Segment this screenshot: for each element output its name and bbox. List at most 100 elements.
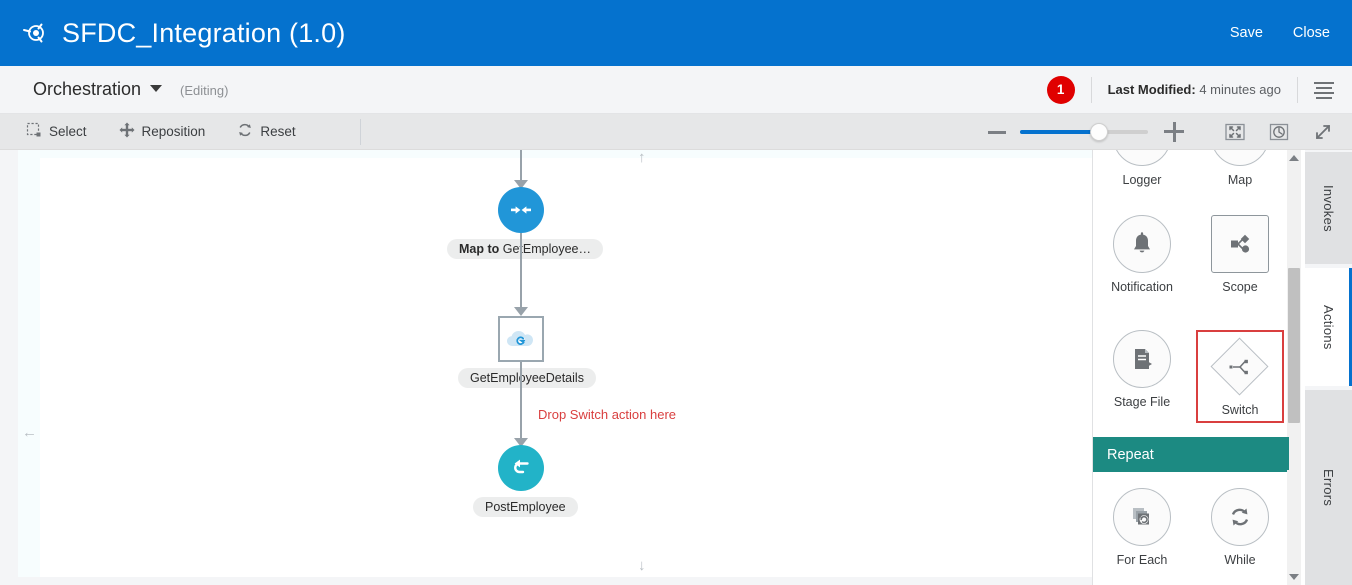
reset-tool-button[interactable]: Reset: [237, 122, 296, 141]
palette-item-while[interactable]: While: [1196, 488, 1284, 567]
salesforce-cloud-icon: [507, 331, 533, 346]
palette-row-logger-map: Logger Map: [1093, 150, 1289, 210]
scope-graph-icon: [1211, 215, 1269, 273]
flow-node-label-rest: GetEmployee…: [502, 242, 591, 256]
tab-gap: [1305, 264, 1352, 268]
zoom-slider-fill: [1020, 129, 1098, 134]
divider: [359, 118, 361, 145]
reposition-tool-label: Reposition: [141, 124, 206, 139]
tab-actions[interactable]: Actions: [1305, 268, 1352, 386]
palette-item-stage-file[interactable]: Stage File: [1098, 330, 1186, 409]
toolbar-zoom-controls: [988, 121, 1352, 143]
connector-arrowhead: [514, 438, 528, 447]
actions-palette: Logger Map: [1092, 150, 1305, 585]
while-loop-icon: [1211, 488, 1269, 546]
flow-node-label-postemployee[interactable]: PostEmployee: [473, 497, 578, 517]
toolbar-tools: Select Reposition: [0, 118, 361, 145]
scroll-up-arrow-icon[interactable]: [1287, 150, 1301, 166]
chevron-down-icon[interactable]: [150, 85, 163, 92]
fit-to-screen-icon[interactable]: [1224, 121, 1246, 143]
close-button[interactable]: Close: [1292, 25, 1330, 41]
flow-canvas-area[interactable]: ← ↑ ↓ Map to GetEmployee…: [0, 150, 1092, 585]
switch-branch-icon: [1229, 359, 1248, 375]
divider: [1090, 76, 1092, 103]
logger-icon: [1113, 150, 1171, 166]
palette-item-switch[interactable]: Switch: [1196, 330, 1284, 423]
zoom-slider-thumb[interactable]: [1090, 122, 1108, 141]
connector-line: [520, 233, 522, 314]
select-tool-label: Select: [49, 124, 87, 139]
flow-node-label-bold: Map to: [459, 242, 503, 256]
flow-node-map-to-getemployee[interactable]: [498, 187, 544, 233]
zoom-out-icon[interactable]: [988, 123, 1006, 141]
pan-up-arrow-icon[interactable]: ↑: [638, 150, 646, 166]
sub-header-left: Orchestration (Editing): [0, 79, 228, 100]
palette-item-notification[interactable]: Notification: [1098, 215, 1186, 294]
last-modified-label: Last Modified:: [1107, 82, 1196, 97]
error-count-badge[interactable]: 1: [1046, 75, 1075, 104]
tab-label-actions: Actions: [1321, 304, 1336, 350]
palette-row-foreach-while: For Each While: [1093, 488, 1289, 585]
flow-node-label-getemployeedetails[interactable]: GetEmployeeDetails: [458, 368, 596, 388]
canvas-toolbar: Select Reposition: [0, 114, 1352, 150]
flow-node-postemployee[interactable]: [498, 445, 544, 491]
reposition-tool-button[interactable]: Reposition: [119, 122, 206, 141]
pan-left-arrow-icon[interactable]: ←: [22, 424, 37, 441]
tab-label-errors: Errors: [1321, 468, 1336, 507]
palette-label-stage-file: Stage File: [1113, 395, 1171, 409]
map-icon: [1211, 150, 1269, 166]
hamburger-menu-icon[interactable]: [1314, 81, 1334, 99]
switch-shape: [1210, 337, 1269, 396]
tab-label-invokes: Invokes: [1321, 184, 1336, 232]
reset-zoom-icon[interactable]: [1268, 121, 1290, 143]
app-header: SFDC_Integration (1.0) Save Close: [0, 0, 1352, 66]
stage-file-icon: [1113, 330, 1171, 388]
palette-item-scope[interactable]: Scope: [1196, 215, 1284, 294]
tab-errors[interactable]: Errors: [1305, 390, 1352, 585]
last-modified-text: Last Modified: 4 minutes ago: [1108, 82, 1281, 97]
flow-node-label-map-to-getemployee[interactable]: Map to GetEmployee…: [447, 239, 603, 259]
map-arrows-icon: [511, 206, 531, 214]
palette-section-title: Repeat: [1107, 446, 1154, 463]
page-title: SFDC_Integration (1.0): [62, 17, 346, 48]
tab-gap: [1305, 150, 1352, 152]
palette-row-stagefile-switch: Stage File: [1093, 330, 1289, 432]
tab-invokes[interactable]: Invokes: [1305, 152, 1352, 264]
select-tool-button[interactable]: Select: [26, 122, 87, 141]
save-button[interactable]: Save: [1229, 25, 1263, 41]
palette-scrollbar-thumb[interactable]: [1288, 268, 1300, 423]
palette-label-switch: Switch: [1221, 403, 1259, 417]
palette-item-for-each[interactable]: For Each: [1098, 488, 1186, 567]
scroll-down-arrow-icon[interactable]: [1287, 569, 1301, 585]
palette-label-map: Map: [1227, 173, 1253, 187]
move-cross-icon: [119, 122, 135, 141]
palette-side-tabs: Invokes Actions Errors: [1305, 150, 1352, 585]
marquee-select-icon: [26, 122, 42, 141]
palette-label-logger: Logger: [1122, 173, 1162, 187]
palette-item-map[interactable]: Map: [1196, 150, 1284, 187]
palette-row-notification-scope: Notification Sc: [1093, 215, 1289, 317]
palette-scrollbar[interactable]: [1281, 150, 1301, 585]
connector-line: [520, 150, 522, 184]
expand-diagonal-icon[interactable]: [1312, 121, 1334, 143]
palette-section-edge: [1281, 437, 1289, 470]
pan-down-arrow-icon[interactable]: ↓: [638, 557, 646, 574]
bell-icon: [1113, 215, 1171, 273]
palette-label-while: While: [1224, 553, 1256, 567]
integration-logo-icon: [20, 18, 50, 48]
reset-refresh-icon: [237, 122, 253, 141]
sub-header-right: 1 Last Modified: 4 minutes ago: [1046, 75, 1352, 104]
last-modified-value: 4 minutes ago: [1199, 82, 1281, 97]
return-arrow-icon: [514, 459, 529, 474]
palette-item-logger[interactable]: Logger: [1098, 150, 1186, 187]
reset-tool-label: Reset: [260, 124, 296, 139]
zoom-in-icon[interactable]: [1164, 121, 1184, 142]
zoom-slider[interactable]: [1020, 122, 1148, 141]
header-actions: Save Close: [1230, 25, 1352, 41]
flow-node-getemployeedetails[interactable]: [498, 316, 544, 362]
palette-section-repeat: Repeat: [1093, 437, 1289, 472]
header-left: SFDC_Integration (1.0): [0, 18, 346, 49]
palette-label-notification: Notification: [1111, 280, 1173, 294]
drop-switch-action-hint: Drop Switch action here: [538, 407, 677, 422]
editing-state-label: (Editing): [180, 83, 229, 98]
